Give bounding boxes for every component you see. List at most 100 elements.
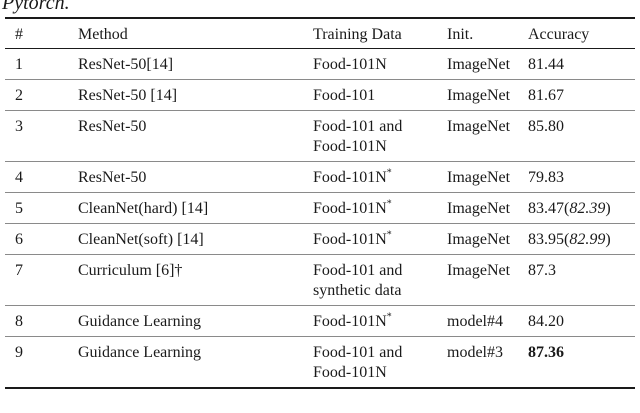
row-training-data-line1: Food-101N xyxy=(313,168,387,186)
row-method-text: Guidance Learning xyxy=(78,343,202,361)
row-accuracy-value: 84.20 xyxy=(528,312,564,330)
row-training-data-line2: Food-101N xyxy=(313,137,387,155)
paren-open: ( xyxy=(564,199,570,217)
row-training-data-line2: Food-101N xyxy=(313,363,387,381)
row-init: model#4 xyxy=(447,305,528,337)
table-row: 1 ResNet-50[14]Food-101N ImageNet 81.44 xyxy=(5,48,635,80)
row-method-text: Guidance Learning xyxy=(78,312,202,330)
row-init-text: ImageNet xyxy=(447,117,511,135)
row-init: ImageNet xyxy=(447,79,528,111)
row-accuracy-value: 83.95 xyxy=(528,230,564,248)
header-accuracy: Accuracy xyxy=(528,18,635,49)
row-init: ImageNet xyxy=(447,110,528,162)
row-init-text: ImageNet xyxy=(447,230,511,248)
row-training-data-line1: Food-101 and xyxy=(313,117,403,135)
row-method: CleanNet(soft) [14] xyxy=(78,223,313,255)
row-number-text: 6 xyxy=(15,230,23,248)
row-accuracy-value: 81.44 xyxy=(528,55,564,73)
row-training-data: Food-101N* xyxy=(313,223,447,255)
header-training-data: Training Data xyxy=(313,18,447,49)
row-method-text: CleanNet(hard) [14] xyxy=(78,199,209,217)
row-number: 6 xyxy=(5,223,78,255)
row-training-data: Food-101N* xyxy=(313,161,447,193)
row-accuracy: 83.47(82.39) xyxy=(528,192,635,224)
row-accuracy-value: 87.3 xyxy=(528,261,556,279)
row-training-data-line1: Food-101N xyxy=(313,230,387,248)
row-init: ImageNet xyxy=(447,223,528,255)
row-training-data-line1: Food-101 xyxy=(313,86,376,104)
header-row: # Method Training Data Init. Accuracy xyxy=(5,18,635,49)
row-training-data: Food-101 and synthetic data xyxy=(313,254,447,306)
row-init-text: model#4 xyxy=(447,312,503,330)
row-init-text: ImageNet xyxy=(447,199,511,217)
paren-open: ( xyxy=(564,230,570,248)
row-method-text: ResNet-50 [14] xyxy=(78,86,178,104)
row-accuracy-value: 83.47 xyxy=(528,199,564,217)
row-method-text: CleanNet(soft) [14] xyxy=(78,230,204,248)
row-method: ResNet-50 xyxy=(78,161,313,193)
row-number: 1 xyxy=(5,48,78,80)
row-init: ImageNet xyxy=(447,254,528,306)
row-init-text: model#3 xyxy=(447,343,503,361)
row-training-data-line1: Food-101N xyxy=(313,55,387,73)
row-accuracy: 84.20 xyxy=(528,305,635,337)
row-training-data-marker: * xyxy=(386,311,392,323)
header-method: Method xyxy=(78,18,313,49)
row-accuracy: 81.67 xyxy=(528,79,635,111)
row-init: ImageNet xyxy=(447,161,528,193)
row-method: Curriculum [6]† xyxy=(78,254,313,306)
row-method-text: ResNet-50 xyxy=(78,117,147,135)
row-init-text: ImageNet xyxy=(447,55,511,73)
row-number-text: 7 xyxy=(15,261,23,279)
row-method-text: ResNet-50 xyxy=(78,168,147,186)
row-method: Guidance Learning xyxy=(78,305,313,337)
row-accuracy-value: 79.83 xyxy=(528,168,564,186)
row-method: Guidance Learning xyxy=(78,336,313,389)
row-number-text: 4 xyxy=(15,168,23,186)
row-accuracy: 81.44 xyxy=(528,48,635,80)
row-accuracy-paren-value: 82.99 xyxy=(569,230,606,248)
row-number: 5 xyxy=(5,192,78,224)
row-training-data: Food-101N* xyxy=(313,305,447,337)
row-accuracy: 87.3 xyxy=(528,254,635,306)
row-training-data-line1: Food-101N xyxy=(313,199,387,217)
row-method: ResNet-50[14] xyxy=(78,48,313,80)
row-accuracy: 83.95(82.99) xyxy=(528,223,635,255)
row-training-data: Food-101 xyxy=(313,79,447,111)
row-accuracy-value: 85.80 xyxy=(528,117,564,135)
row-training-data-line1: Food-101 and xyxy=(313,261,403,279)
header-num: # xyxy=(5,18,78,49)
row-accuracy: 87.36 xyxy=(528,336,635,389)
row-accuracy-value: 87.36 xyxy=(528,343,564,361)
row-training-data-marker: * xyxy=(386,229,392,241)
row-init-text: ImageNet xyxy=(447,261,511,279)
row-number-text: 1 xyxy=(15,55,23,73)
row-accuracy-paren-value: 82.39 xyxy=(569,199,606,217)
row-training-data-line2: synthetic data xyxy=(313,281,402,299)
row-number-text: 2 xyxy=(15,86,23,104)
row-number: 8 xyxy=(5,305,78,337)
row-training-data: Food-101N* xyxy=(313,192,447,224)
row-number: 4 xyxy=(5,161,78,193)
row-init: model#3 xyxy=(447,336,528,389)
table-row: 8 Guidance Learning Food-101N*model#4 84.20 xyxy=(5,305,635,337)
row-number: 2 xyxy=(5,79,78,111)
row-init: ImageNet xyxy=(447,48,528,80)
row-number-text: 5 xyxy=(15,199,23,217)
row-accuracy: 85.80 xyxy=(528,110,635,162)
row-number-text: 9 xyxy=(15,343,23,361)
row-training-data-marker: * xyxy=(386,198,392,210)
row-method: ResNet-50 xyxy=(78,110,313,162)
row-method: CleanNet(hard) [14] xyxy=(78,192,313,224)
row-method-text: Curriculum [6]† xyxy=(78,261,183,279)
row-number-text: 8 xyxy=(15,312,23,330)
row-accuracy: 79.83 xyxy=(528,161,635,193)
